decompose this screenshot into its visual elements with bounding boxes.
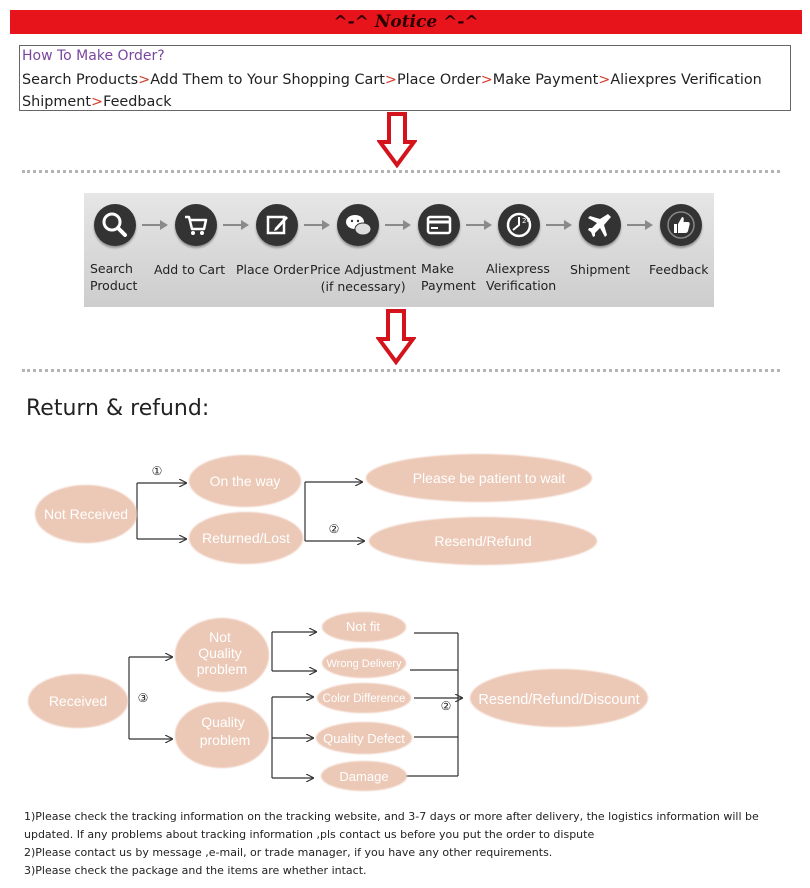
note-2: 2)Please contact us by message ,e-mail, … <box>24 846 553 859</box>
howto-step: Shipment <box>22 94 92 110</box>
not-quality-label-line2: Quality <box>198 645 242 661</box>
resend-refund-node <box>369 517 597 565</box>
step-separator: > <box>91 94 104 110</box>
resend-refund-discount-node <box>470 669 648 727</box>
issue-wrong-delivery-label: Wrong Delivery <box>327 658 402 670</box>
received-node <box>28 674 128 728</box>
howto-step: Search Products <box>22 72 139 88</box>
not-quality-label-line1: Not <box>209 629 231 645</box>
howto-step: Add Them to Your Shopping Cart <box>150 72 385 88</box>
quality-problem-node <box>175 702 269 768</box>
down-arrow-icon <box>376 309 416 365</box>
notice-banner: ^-^ Notice ^-^ <box>10 10 802 34</box>
step-marker-3: ③ <box>138 691 149 705</box>
right-arrow-icon <box>142 220 168 230</box>
howto-step: Place Order <box>396 72 481 88</box>
svg-text:24: 24 <box>522 217 531 225</box>
dotted-divider <box>22 369 780 372</box>
step-label-feedback: Feedback <box>649 262 709 277</box>
issue-damage-node <box>321 761 407 791</box>
clock-24h-icon: 24 <box>498 204 540 246</box>
returned-lost-label: Returned/Lost <box>202 530 290 546</box>
step-separator: > <box>598 72 611 88</box>
right-arrow-icon <box>546 220 572 230</box>
issue-not-fit-label: Not fit <box>346 619 380 634</box>
issue-not-fit-node <box>322 612 406 642</box>
issue-wrong-delivery-node <box>322 648 406 678</box>
thumbs-up-icon <box>660 204 702 246</box>
how-to-order-title: How To Make Order? <box>22 48 165 64</box>
resend-refund-label: Resend/Refund <box>434 533 531 549</box>
return-refund-title: Return & refund: <box>26 396 210 421</box>
how-to-order-box: How To Make Order? Search Products>Add T… <box>19 45 791 111</box>
right-arrow-icon <box>223 220 249 230</box>
not-received-label: Not Received <box>44 506 128 522</box>
step-separator: > <box>138 72 151 88</box>
not-quality-label-line3: problem <box>197 661 248 677</box>
step-label-price-adjustment: Price Adjustment(if necessary) <box>310 262 417 294</box>
howto-step: Feedback <box>103 94 172 110</box>
on-the-way-node <box>189 455 301 507</box>
not-quality-problem-node <box>175 618 269 692</box>
down-arrow-icon <box>377 112 417 168</box>
issue-quality-defect-label: Quality Defect <box>323 731 405 746</box>
edit-order-icon <box>256 204 298 246</box>
chat-bubbles-icon <box>337 204 379 246</box>
shopping-cart-icon <box>175 204 217 246</box>
step-label-shipment: Shipment <box>570 262 630 277</box>
wait-node <box>366 454 592 502</box>
connector-lines <box>128 632 462 778</box>
issue-damage-label: Damage <box>339 769 388 784</box>
returned-lost-node <box>189 512 303 564</box>
received-label: Received <box>49 693 107 709</box>
resend-refund-discount-label: Resend/Refund/Discount <box>478 692 639 708</box>
right-arrow-icon <box>466 220 492 230</box>
airplane-icon <box>579 204 621 246</box>
right-arrow-icon <box>627 220 653 230</box>
magnifier-icon <box>94 204 136 246</box>
right-arrow-icon <box>304 220 330 230</box>
notice-text: ^-^ Notice ^-^ <box>333 12 479 32</box>
step-separator: > <box>384 72 397 88</box>
issue-color-difference-label: Color Difference <box>323 693 406 705</box>
how-to-order-steps: Search Products>Add Them to Your Shoppin… <box>22 69 788 113</box>
quality-label-line2: problem <box>200 732 251 748</box>
step-marker-1: ① <box>152 464 163 478</box>
on-the-way-label: On the way <box>210 473 281 489</box>
step-label-place-order: Place Order <box>236 262 309 277</box>
connector-lines <box>136 482 364 541</box>
quality-label-line1: Quality <box>201 714 245 730</box>
step-separator: > <box>480 72 493 88</box>
right-arrow-icon <box>385 220 411 230</box>
step-marker-2: ② <box>329 522 340 536</box>
note-3: 3)Please check the package and the items… <box>24 864 367 877</box>
credit-card-icon <box>418 204 460 246</box>
howto-step: Aliexpres Verification <box>610 72 762 88</box>
not-received-node <box>35 485 137 543</box>
issue-color-difference-node <box>317 683 411 713</box>
note-1-line-1: 1)Please check the tracking information … <box>24 810 759 823</box>
step-label-add-to-cart: Add to Cart <box>154 262 226 277</box>
issue-quality-defect-node <box>316 722 412 754</box>
note-1-line-2: updated. If any problems about tracking … <box>24 828 595 841</box>
howto-step: Make Payment <box>492 72 599 88</box>
step-marker-2b: ② <box>441 699 452 713</box>
wait-label: Please be patient to wait <box>413 470 566 486</box>
dotted-divider <box>22 170 780 173</box>
